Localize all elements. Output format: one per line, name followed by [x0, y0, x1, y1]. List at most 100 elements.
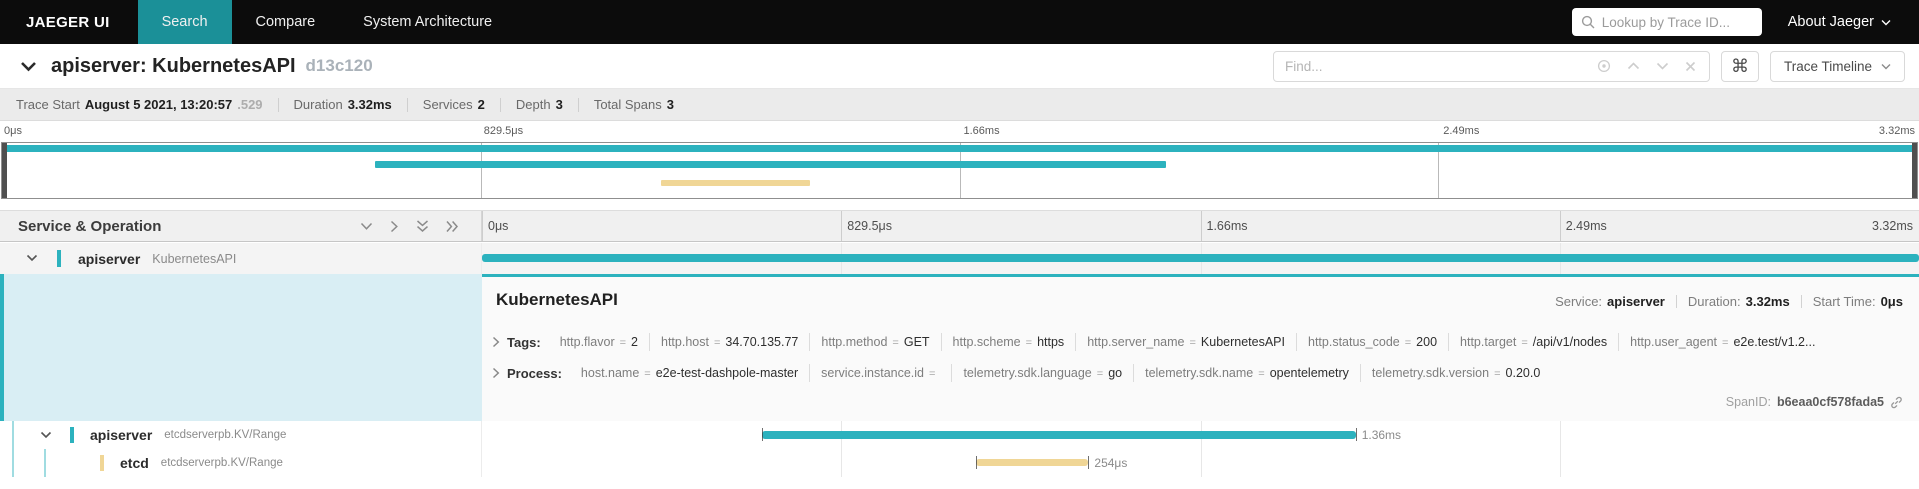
trace-id: d13c120 — [305, 56, 373, 75]
span-name-cell[interactable]: etcd etcdserverpb.KV/Range — [0, 449, 482, 477]
column-tick-label: 0μs — [488, 219, 509, 233]
trace-lookup-box[interactable] — [1571, 8, 1762, 36]
nav-tab-system-architecture[interactable]: System Architecture — [363, 14, 493, 30]
span-duration-bar[interactable] — [482, 254, 1919, 262]
expand-one-chevron-right-icon[interactable] — [390, 220, 399, 233]
expand-all-double-chevron-right-icon[interactable] — [446, 220, 459, 233]
tags-list: http.flavor=2 http.host=34.70.135.77 http.… — [549, 333, 1827, 351]
app-brand[interactable]: JAEGER UI — [26, 13, 110, 31]
minimap-viewport[interactable] — [1, 142, 1918, 199]
detail-start-time: Start Time:0μs — [1812, 294, 1903, 309]
minimap-span-bar — [375, 161, 1167, 168]
keyboard-shortcuts-button[interactable]: ⌘ — [1720, 50, 1759, 82]
chevron-down-icon — [1881, 63, 1891, 70]
tags-label[interactable]: Tags: — [507, 334, 541, 350]
span-name-cell[interactable]: apiserver KubernetesAPI — [0, 243, 482, 274]
prev-match-chevron-up-icon[interactable] — [1627, 62, 1640, 70]
span-duration-bar[interactable] — [976, 459, 1089, 466]
find-icons — [1584, 59, 1709, 73]
kv-item: http.flavor=2 — [559, 335, 638, 349]
service-operation-header: Service & Operation — [0, 211, 482, 241]
collapse-all-double-chevron-down-icon[interactable] — [416, 219, 429, 233]
span-timeline-cell[interactable]: 1.36ms — [482, 421, 1919, 449]
column-tick-label: 3.32ms — [1872, 219, 1913, 233]
span-row-etcd-kvrange[interactable]: etcd etcdserverpb.KV/Range 254μs — [0, 449, 1919, 477]
span-id-value: b6eaa0cf578fada5 — [1776, 395, 1884, 409]
minimap-span-bar — [2, 145, 1917, 152]
copy-link-icon[interactable] — [1890, 396, 1903, 409]
span-table-header: Service & Operation 0μs 829.5μs 1.66ms 2… — [0, 210, 1919, 242]
kv-item: telemetry.sdk.name=opentelemetry — [1133, 364, 1360, 382]
kv-item: telemetry.sdk.version=0.20.0 — [1359, 364, 1551, 382]
ruler-tick-label: 829.5μs — [483, 125, 524, 137]
next-match-chevron-down-icon[interactable] — [1656, 62, 1669, 70]
chevron-down-icon[interactable] — [26, 254, 38, 262]
process-label[interactable]: Process: — [507, 365, 562, 381]
trace-view-selector[interactable]: Trace Timeline — [1769, 50, 1905, 82]
service-color-swatch — [70, 427, 74, 443]
ruler-tick-label: 1.66ms — [963, 125, 1000, 137]
top-nav: JAEGER UI Search Compare System Architec… — [0, 0, 1919, 44]
trace-title: apiserver: KubernetesAPI — [51, 54, 296, 77]
tree-guide-line — [44, 449, 46, 477]
service-name: etcd — [120, 455, 149, 471]
tree-guide-line — [12, 449, 14, 477]
trace-lookup-input[interactable] — [1601, 14, 1753, 30]
kv-item: telemetry.sdk.language=go — [951, 364, 1133, 382]
detail-service: Service:apiserver — [1555, 294, 1665, 309]
span-timeline-cell[interactable]: 254μs — [482, 449, 1919, 477]
kv-item: http.user_agent=e2e.test/v1.2... — [1618, 333, 1826, 351]
clear-find-x-icon[interactable] — [1685, 61, 1696, 72]
trace-view-label: Trace Timeline — [1783, 58, 1872, 74]
minimap-left-drag-handle[interactable] — [2, 143, 7, 198]
kv-item: http.server_name=KubernetesAPI — [1075, 333, 1296, 351]
service-name: apiserver — [78, 250, 141, 267]
trace-header-controls: ⌘ Trace Timeline — [1272, 50, 1905, 82]
nav-tab-search[interactable]: Search — [137, 0, 232, 44]
command-icon: ⌘ — [1730, 55, 1749, 76]
collapse-trace-chevron-icon[interactable] — [20, 61, 37, 72]
expand-tags-chevron-right-icon[interactable] — [492, 336, 500, 348]
span-duration-label: 1.36ms — [1361, 428, 1402, 442]
collapse-one-chevron-down-icon[interactable] — [360, 222, 373, 231]
span-row-apiserver-kubernetesapi[interactable]: apiserver KubernetesAPI — [0, 243, 1919, 274]
process-row: Process: host.name=e2e-test-dashpole-mas… — [492, 364, 1903, 382]
span-timeline-cell[interactable] — [482, 243, 1919, 274]
find-group — [1272, 50, 1710, 82]
column-tick-label: 2.49ms — [1565, 219, 1607, 233]
span-duration-bar[interactable] — [762, 431, 1356, 439]
timeline-column-header: 0μs 829.5μs 1.66ms 2.49ms 3.32ms — [482, 211, 1919, 241]
span-detail-meta: Service:apiserver Duration:3.32ms Start … — [1555, 294, 1903, 309]
span-id-label: SpanID: — [1725, 395, 1771, 409]
service-operation-label: Service & Operation — [18, 217, 162, 235]
focus-match-icon[interactable] — [1597, 59, 1611, 73]
tree-guide-line — [12, 421, 14, 449]
span-detail-title: KubernetesAPI — [496, 290, 618, 309]
nav-tab-compare[interactable]: Compare — [255, 14, 316, 30]
span-name-cell[interactable]: apiserver etcdserverpb.KV/Range — [0, 421, 482, 449]
find-input[interactable] — [1273, 58, 1584, 74]
expand-process-chevron-right-icon[interactable] — [492, 367, 500, 379]
collapse-controls — [360, 219, 459, 233]
about-jaeger-menu[interactable]: About Jaeger — [1788, 14, 1891, 30]
span-detail-panel: KubernetesAPI Service:apiserver Duration… — [482, 274, 1919, 421]
kv-item: service.instance.id= — [809, 364, 951, 382]
kv-item: http.scheme=https — [940, 333, 1076, 351]
minimap-right-drag-handle[interactable] — [1912, 143, 1917, 198]
kv-item: http.target=/api/v1/nodes — [1448, 333, 1618, 351]
column-tick-label: 1.66ms — [1206, 219, 1248, 233]
chevron-down-icon[interactable] — [40, 431, 52, 439]
trace-page-header: apiserver: KubernetesAPI d13c120 ⌘ — [0, 44, 1919, 89]
timeline-minimap: 0μs 829.5μs 1.66ms 2.49ms 3.32ms — [0, 121, 1919, 200]
operation-name: etcdserverpb.KV/Range — [160, 457, 283, 469]
ruler-tick-label: 2.49ms — [1443, 125, 1480, 137]
kv-item: http.host=34.70.135.77 — [649, 333, 809, 351]
selected-span-name-area[interactable] — [0, 274, 482, 421]
span-id-row: SpanID: b6eaa0cf578fada5 — [1726, 395, 1903, 409]
span-row-apiserver-kvrange[interactable]: apiserver etcdserverpb.KV/Range 1.36ms — [0, 421, 1919, 449]
